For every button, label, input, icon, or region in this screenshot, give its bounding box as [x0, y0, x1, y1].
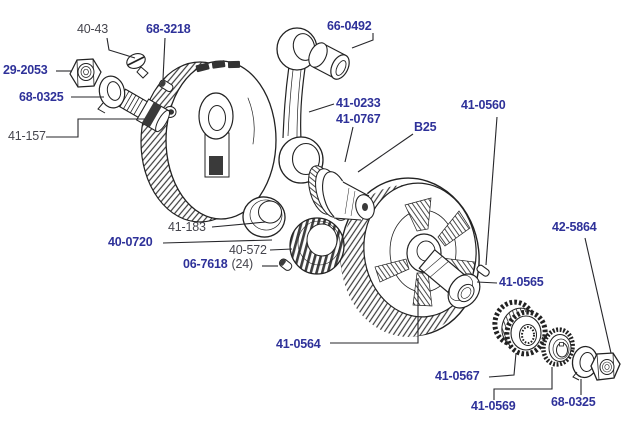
part-label-40-43: 40-43 [77, 22, 108, 36]
drive-side-shaft-drawing [115, 88, 170, 133]
part-label-40-572: 40-572 [229, 243, 267, 257]
crankpin-drawing [308, 165, 375, 221]
hex-nut-right-drawing [590, 352, 621, 381]
part-label-40-0720: 40-0720 [108, 235, 153, 249]
pinion-gear-drawing [541, 327, 575, 367]
part-label-41-157: 41-157 [8, 129, 46, 143]
part-label-41-0564: 41-0564 [276, 337, 321, 351]
engine-sprocket-drawing [492, 299, 548, 357]
part-label-68-0325-top: 68-0325 [19, 90, 64, 104]
part-label-68-0325-bottom: 68-0325 [551, 395, 596, 409]
woodruff-key-drawing [476, 264, 490, 277]
timing-side-flywheel-drawing [340, 177, 481, 337]
tab-washer-right-drawing [571, 345, 599, 381]
hex-nut-left-drawing [69, 58, 102, 88]
bearing-cage-drawing [289, 217, 345, 275]
tab-washer-left-drawing [97, 75, 126, 114]
part-label-41-183: 41-183 [168, 220, 206, 234]
small-end-bush-drawing [308, 42, 350, 80]
part-label-66-0492: 66-0492 [327, 19, 372, 33]
shaft-collar-drawing [447, 273, 481, 309]
bearing-roller-drawing [278, 258, 293, 271]
drive-side-flywheel-drawing [140, 60, 277, 223]
part-label-06-7618: 06-7618(24) [183, 257, 253, 271]
leader-lines [46, 33, 612, 400]
part-label-42-5864: 42-5864 [552, 220, 597, 234]
part-label-29-2053: 29-2053 [3, 63, 48, 77]
part-label-41-0567: 41-0567 [435, 369, 480, 383]
part-label-68-3218: 68-3218 [146, 22, 191, 36]
part-label-41-0569: 41-0569 [471, 399, 516, 413]
part-quantity: (24) [231, 257, 253, 271]
bearing-outer-race-drawing [242, 196, 286, 238]
part-label-41-0565: 41-0565 [499, 275, 544, 289]
part-label-41-0560: 41-0560 [461, 98, 506, 112]
part-label-41-0767: 41-0767 [336, 112, 381, 126]
part-number: 06-7618 [183, 257, 228, 271]
retaining-screw-drawing [126, 53, 149, 79]
part-label-B25: B25 [414, 120, 437, 134]
dowel-pin-drawing [158, 79, 174, 93]
part-label-41-0233: 41-0233 [336, 96, 381, 110]
